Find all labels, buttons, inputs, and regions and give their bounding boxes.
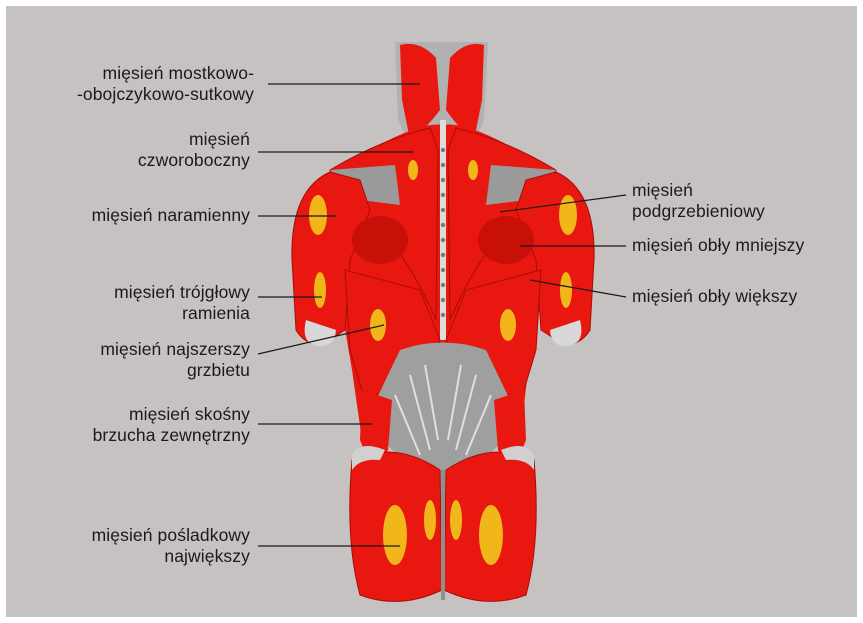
- label-teres-minor-line-1: mięsień obły mniejszy: [632, 235, 804, 256]
- label-gluteus-maximus: mięsień pośladkowy największy: [92, 525, 250, 567]
- label-gluteus-maximus-line-1: mięsień pośladkowy: [92, 525, 250, 546]
- label-triceps: mięsień trójgłowy ramienia: [114, 282, 250, 324]
- label-sternocleidomastoid-line-1: mięsień mostkowo-: [77, 63, 254, 84]
- label-sternocleidomastoid: mięsień mostkowo- -obojczykowo-sutkowy: [77, 63, 254, 105]
- label-latissimus-line-2: grzbietu: [100, 360, 250, 381]
- label-teres-major: mięsień obły większy: [632, 286, 797, 307]
- spine: [440, 120, 446, 340]
- label-trapezius-line-1: mięsień: [138, 129, 250, 150]
- label-latissimus-line-1: mięsień najszerszy: [100, 339, 250, 360]
- label-infraspinatus: mięsień podgrzebieniowy: [632, 180, 765, 222]
- label-teres-minor: mięsień obły mniejszy: [632, 235, 804, 256]
- label-deltoid: mięsień naramienny: [92, 205, 250, 226]
- label-latissimus: mięsień najszerszy grzbietu: [100, 339, 250, 381]
- label-triceps-line-2: ramienia: [114, 303, 250, 324]
- infraspinatus-left: [352, 216, 408, 264]
- label-deltoid-line-1: mięsień naramienny: [92, 205, 250, 226]
- label-trapezius: mięsień czworoboczny: [138, 129, 250, 171]
- label-trapezius-line-2: czworoboczny: [138, 150, 250, 171]
- label-infraspinatus-line-1: mięsień: [632, 180, 765, 201]
- label-infraspinatus-line-2: podgrzebieniowy: [632, 201, 765, 222]
- label-teres-major-line-1: mięsień obły większy: [632, 286, 797, 307]
- label-external-oblique: mięsień skośny brzucha zewnętrzny: [93, 404, 250, 446]
- label-external-oblique-line-2: brzucha zewnętrzny: [93, 425, 250, 446]
- label-external-oblique-line-1: mięsień skośny: [93, 404, 250, 425]
- label-triceps-line-1: mięsień trójgłowy: [114, 282, 250, 303]
- infraspinatus-right: [478, 216, 534, 264]
- label-gluteus-maximus-line-2: największy: [92, 546, 250, 567]
- gluteal-cleft: [441, 470, 445, 600]
- label-sternocleidomastoid-line-2: -obojczykowo-sutkowy: [77, 84, 254, 105]
